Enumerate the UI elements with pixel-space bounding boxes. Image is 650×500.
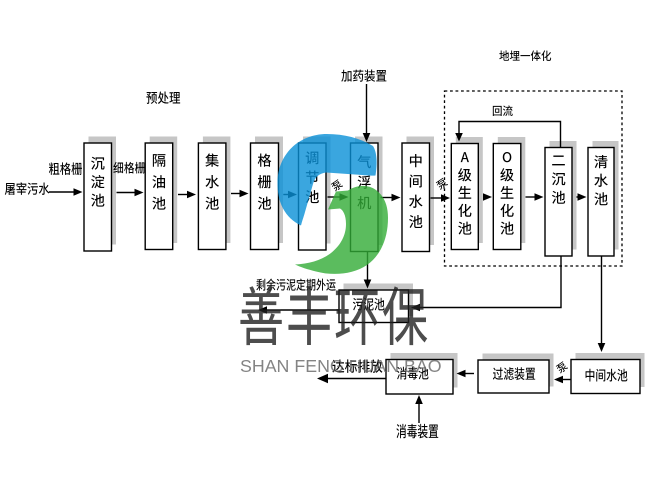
svg-text:SHAN FENG HUAN BAO: SHAN FENG HUAN BAO (240, 356, 442, 376)
